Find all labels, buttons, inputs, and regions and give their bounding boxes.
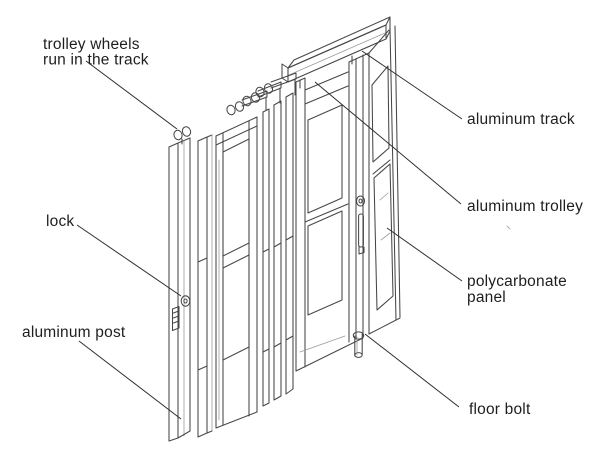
leader-polycarbonate-panel xyxy=(386,227,463,282)
leader-lock xyxy=(76,224,182,297)
handle-drawing xyxy=(355,195,366,255)
leader-aluminum-trolley xyxy=(314,81,462,205)
handle-stile-drawing xyxy=(348,52,370,343)
label-polycarbonate-line2: panel xyxy=(467,289,506,306)
polycarbonate-panel-drawing xyxy=(368,25,401,335)
leader-lines xyxy=(76,50,463,420)
leader-aluminum-post xyxy=(78,340,182,420)
folded-slats-drawing xyxy=(262,92,294,407)
leader-aluminum-track xyxy=(361,50,463,120)
label-aluminum-track: aluminum track xyxy=(467,111,575,128)
floor-bolt-drawing xyxy=(352,331,365,358)
label-lock: lock xyxy=(46,213,74,230)
trolley-wheels-icon xyxy=(173,126,192,145)
label-aluminum-trolley: aluminum trolley xyxy=(467,198,583,215)
folding-slat xyxy=(197,134,213,438)
middle-panel-drawing xyxy=(215,116,258,429)
label-trolley-wheels-line2: run in the track xyxy=(43,52,149,69)
leader-floor-bolt xyxy=(364,333,460,408)
label-trolley-wheels-line1: trolley wheels xyxy=(43,36,140,53)
stray-mark xyxy=(506,225,511,230)
leader-trolley-wheels xyxy=(85,60,178,130)
aluminum-post-drawing xyxy=(168,137,191,442)
aluminum-trolley-drawing xyxy=(226,72,297,116)
leading-panel-drawing xyxy=(295,71,364,372)
label-aluminum-post: aluminum post xyxy=(22,324,126,341)
label-floor-bolt: floor bolt xyxy=(469,401,531,418)
aluminum-track-drawing xyxy=(281,16,391,89)
lock-drawing xyxy=(171,295,191,332)
label-polycarbonate-line1: polycarbonate xyxy=(467,273,567,290)
